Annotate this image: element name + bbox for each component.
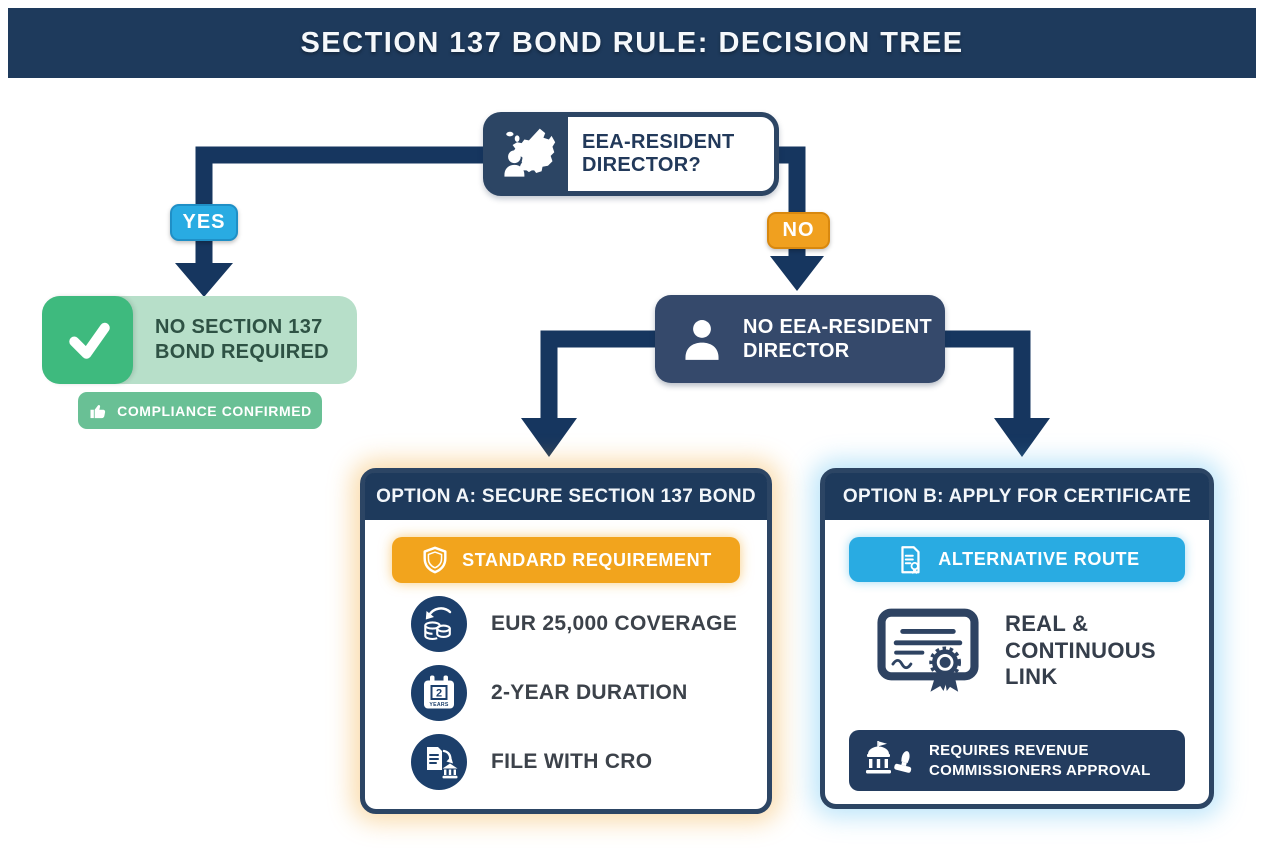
checkmark-icon <box>42 296 133 384</box>
real-continuous-link-row: REAL & CONTINUOUS LINK <box>875 605 1209 697</box>
root-question-label: EEA-RESIDENT DIRECTOR? <box>582 131 735 176</box>
coins-refresh-icon <box>411 596 467 652</box>
compliance-label: COMPLIANCE CONFIRMED <box>117 402 312 419</box>
calendar-2-years-icon: 2 YEARS <box>411 665 467 721</box>
arrow-yes-line <box>195 146 483 265</box>
revenue-approval-badge: REQUIRES REVENUE COMMISSIONERS APPROVAL <box>849 730 1185 791</box>
outcome-label: NO SECTION 137 BOND REQUIRED <box>155 316 329 363</box>
certificate-doc-icon <box>894 544 926 576</box>
no-branch-badge: NO <box>767 212 830 249</box>
alternative-route-badge: ALTERNATIVE ROUTE <box>849 537 1185 582</box>
real-continuous-link-label: REAL & CONTINUOUS LINK <box>1005 610 1156 690</box>
arrow-option-b-head <box>994 418 1050 457</box>
option-b-panel: OPTION B: APPLY FOR CERTIFICATE ALTERNAT… <box>820 468 1214 809</box>
arrow-no-head <box>770 256 824 291</box>
option-a-panel: OPTION A: SECURE SECTION 137 BOND STANDA… <box>360 468 772 814</box>
arrow-option-b-line <box>940 330 1031 420</box>
compliance-confirmed-badge: COMPLIANCE CONFIRMED <box>78 392 322 429</box>
alternative-route-label: ALTERNATIVE ROUTE <box>938 549 1140 569</box>
standard-requirement-label: STANDARD REQUIREMENT <box>462 549 712 570</box>
shield-icon <box>420 545 450 575</box>
item-label-coverage: EUR 25,000 COVERAGE <box>491 612 738 635</box>
yes-branch-badge: YES <box>170 204 238 241</box>
certificate-seal-icon <box>875 605 981 697</box>
thumbs-up-icon <box>88 401 108 421</box>
node-root-question: EEA-RESIDENT DIRECTOR? <box>483 112 779 196</box>
arrow-option-a-line <box>540 330 660 420</box>
person-icon <box>679 316 725 362</box>
header-bar: SECTION 137 BOND RULE: DECISION TREE <box>8 8 1256 78</box>
arrow-yes-head <box>175 263 233 297</box>
outcome-no-bond-required: NO SECTION 137 BOND REQUIRED <box>42 296 357 384</box>
item-label-duration: 2-YEAR DURATION <box>491 681 688 704</box>
revenue-approval-label: REQUIRES REVENUE COMMISSIONERS APPROVAL <box>929 742 1151 779</box>
file-to-bank-icon <box>411 734 467 790</box>
item-label-file-cro: FILE WITH CRO <box>491 750 653 773</box>
list-item-duration: 2 YEARS 2-YEAR DURATION <box>411 665 767 721</box>
calendar-unit: YEARS <box>429 702 449 708</box>
option-b-title: OPTION B: APPLY FOR CERTIFICATE <box>825 473 1209 520</box>
calendar-number: 2 <box>436 688 442 700</box>
eu-map-people-icon <box>488 117 568 191</box>
list-item-file-cro: FILE WITH CRO <box>411 734 767 790</box>
no-director-label: NO EEA-RESIDENT DIRECTOR <box>743 316 932 362</box>
page-title: SECTION 137 BOND RULE: DECISION TREE <box>300 26 964 59</box>
option-a-title: OPTION A: SECURE SECTION 137 BOND <box>365 473 767 520</box>
standard-requirement-badge: STANDARD REQUIREMENT <box>392 537 740 583</box>
bank-stamp-icon <box>863 739 915 783</box>
arrow-option-a-head <box>521 418 577 457</box>
node-no-eea-director: NO EEA-RESIDENT DIRECTOR <box>655 295 945 383</box>
list-item-coverage: EUR 25,000 COVERAGE <box>411 596 767 652</box>
